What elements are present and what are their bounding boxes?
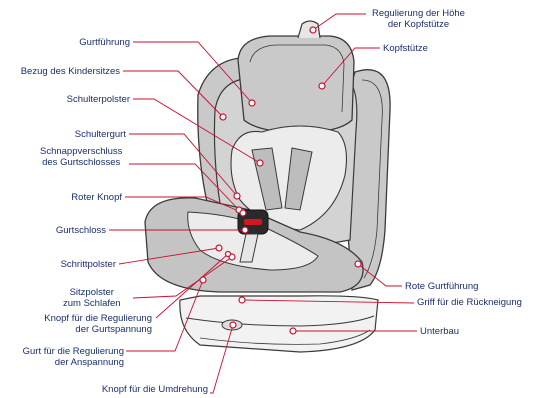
label-tension-button: Knopf für die Regulierung der Gurtspannu… — [44, 313, 152, 335]
label-buckle-snap-line2: des Gurtschlosses — [40, 157, 122, 168]
label-seat-cover: Bezug des Kindersitzes — [21, 66, 120, 77]
label-sleep-pad-line2: zum Schlafen — [63, 298, 121, 309]
label-buckle-snap-line1: Schnappverschluss — [40, 146, 122, 157]
label-tension-belt-line2: der Anspannung — [23, 357, 124, 368]
label-tension-belt: Gurt für die Regulierung der Anspannung — [23, 346, 124, 368]
label-red-button: Roter Knopf — [71, 192, 122, 203]
label-red-belt-guide: Rote Gurtführung — [405, 281, 478, 292]
headrest — [238, 21, 354, 133]
label-sleep-pad: Sitzpolster zum Schlafen — [63, 287, 121, 309]
label-tension-button-line2: der Gurtspannung — [44, 324, 152, 335]
label-sleep-pad-line1: Sitzpolster — [63, 287, 121, 298]
label-shoulder-pad: Schulterpolster — [67, 94, 130, 105]
label-base: Unterbau — [420, 326, 459, 337]
label-buckle: Gurtschloss — [56, 225, 106, 236]
label-shoulder-belt: Schultergurt — [75, 129, 126, 140]
label-headrest-height-line2: der Kopfstütze — [372, 19, 465, 30]
label-belt-guide: Gurtführung — [79, 37, 130, 48]
label-rotation-button: Knopf für die Umdrehung — [102, 384, 208, 395]
label-headrest-height: Regulierung der Höhe der Kopfstütze — [372, 8, 465, 30]
label-recline-handle: Griff für die Rückneigung — [417, 297, 522, 308]
label-crotch-pad: Schrittpolster — [61, 259, 116, 270]
label-headrest: Kopfstütze — [383, 43, 428, 54]
label-headrest-height-line1: Regulierung der Höhe — [372, 8, 465, 19]
seat-base — [180, 296, 378, 352]
label-buckle-snap: Schnappverschluss des Gurtschlosses — [40, 146, 122, 168]
label-tension-button-line1: Knopf für die Regulierung — [44, 313, 152, 324]
label-tension-belt-line1: Gurt für die Regulierung — [23, 346, 124, 357]
